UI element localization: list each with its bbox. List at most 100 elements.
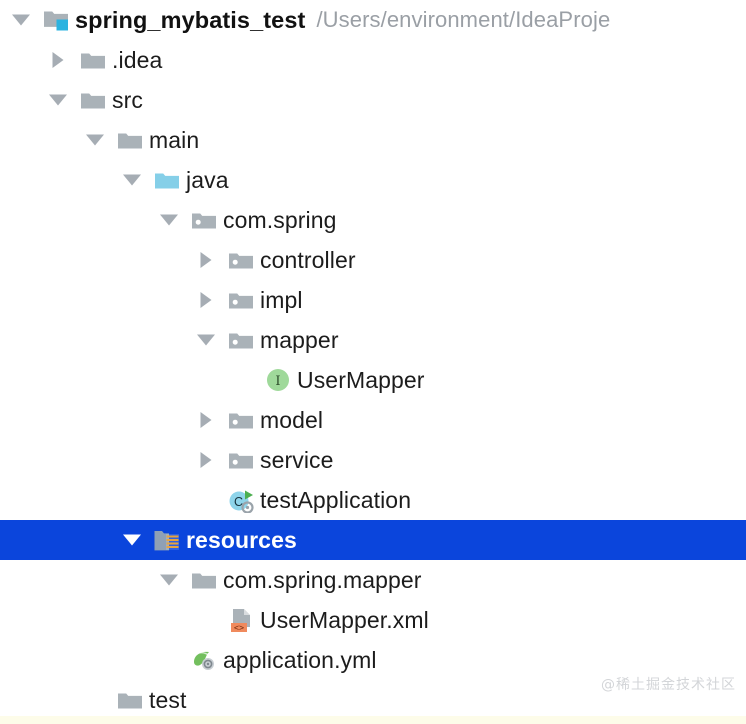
svg-text:<>: <> [234, 624, 244, 634]
tree-row-controller[interactable]: controller [0, 240, 746, 280]
chevron-down-icon[interactable] [47, 80, 69, 120]
indent-spacer [0, 280, 195, 320]
indent-spacer [0, 240, 195, 280]
indent-spacer [0, 320, 195, 360]
icon-gap [180, 200, 191, 240]
tree-row-label: impl [260, 286, 303, 313]
chevron-down-icon[interactable] [158, 560, 180, 600]
chevron-down-icon[interactable] [10, 0, 32, 40]
icon-gap [217, 240, 228, 280]
project-path: /Users/environment/IdeaProje [316, 7, 611, 32]
chevron-right-icon[interactable] [195, 440, 217, 480]
indent-spacer [0, 440, 195, 480]
indent-spacer [0, 680, 84, 720]
tree-row-label: application.yml [223, 646, 377, 673]
tree-row-usermapper-xml[interactable]: <> UserMapper.xml [0, 600, 746, 640]
icon-gap [106, 680, 117, 720]
tree-row-label: main [149, 126, 200, 153]
chevron-right-icon[interactable] [195, 400, 217, 440]
chevron-down-icon[interactable] [158, 200, 180, 240]
indent-spacer [0, 120, 84, 160]
chevron-right-icon[interactable] [195, 240, 217, 280]
source-root-folder-icon [154, 167, 180, 193]
tree-row-impl[interactable]: impl [0, 280, 746, 320]
tree-row--idea[interactable]: .idea [0, 40, 746, 80]
icon-gap [180, 560, 191, 600]
twisty-placeholder [195, 480, 217, 520]
tree-row-label: service [260, 446, 334, 473]
java-interface-icon: I [265, 367, 291, 393]
svg-text:C: C [234, 495, 243, 509]
folder-icon [117, 687, 143, 713]
tree-row-label: mapper [260, 326, 339, 353]
folder-icon [80, 47, 106, 73]
chevron-down-icon[interactable] [121, 160, 143, 200]
tree-row-label: test [149, 686, 187, 713]
twisty-placeholder [84, 680, 106, 720]
tree-row-java[interactable]: java [0, 160, 746, 200]
chevron-right-icon[interactable] [195, 280, 217, 320]
twisty-placeholder [232, 360, 254, 400]
package-icon [228, 247, 254, 273]
indent-spacer [0, 80, 47, 120]
tree-row-label: testApplication [260, 486, 412, 513]
folder-icon [80, 87, 106, 113]
tree-row-label: UserMapper [297, 366, 425, 393]
tree-row-application-yml[interactable]: application.yml [0, 640, 746, 680]
indent-spacer [0, 600, 195, 640]
indent-spacer [0, 0, 10, 40]
package-icon [228, 287, 254, 313]
indent-spacer [0, 40, 47, 80]
tree-row-label: UserMapper.xml [260, 606, 429, 633]
folder-icon [191, 567, 217, 593]
tree-row-label: controller [260, 246, 356, 273]
project-root-folder-icon [43, 7, 69, 33]
tree-row-src[interactable]: src [0, 80, 746, 120]
icon-gap [217, 320, 228, 360]
icon-gap [217, 600, 228, 640]
indent-spacer [0, 160, 121, 200]
icon-gap [217, 400, 228, 440]
tree-row-test[interactable]: test [0, 680, 746, 720]
indent-spacer [0, 560, 158, 600]
icon-gap [180, 640, 191, 680]
icon-gap [217, 440, 228, 480]
tree-row-label: spring_mybatis_test [75, 6, 306, 33]
icon-gap [69, 40, 80, 80]
indent-spacer [0, 360, 232, 400]
bottom-strip [0, 716, 746, 724]
tree-row-model[interactable]: model [0, 400, 746, 440]
tree-row-resources[interactable]: resources [0, 520, 746, 560]
chevron-down-icon[interactable] [121, 520, 143, 560]
icon-gap [143, 520, 154, 560]
chevron-right-icon[interactable] [47, 40, 69, 80]
icon-gap [254, 360, 265, 400]
tree-row-main[interactable]: main [0, 120, 746, 160]
resources-root-folder-icon [154, 527, 180, 553]
twisty-placeholder [158, 640, 180, 680]
chevron-down-icon[interactable] [84, 120, 106, 160]
tree-row-label: .idea [112, 46, 163, 73]
tree-row-label: src [112, 86, 143, 113]
indent-spacer [0, 520, 121, 560]
tree-row-com-spring-mapper[interactable]: com.spring.mapper [0, 560, 746, 600]
twisty-placeholder [195, 600, 217, 640]
tree-row-spring-mybatis-test[interactable]: spring_mybatis_test/Users/environment/Id… [0, 0, 746, 40]
tree-row-label: com.spring [223, 206, 337, 233]
folder-icon [117, 127, 143, 153]
tree-row-com-spring[interactable]: com.spring [0, 200, 746, 240]
icon-gap [217, 280, 228, 320]
tree-row-mapper[interactable]: mapper [0, 320, 746, 360]
package-icon [191, 207, 217, 233]
chevron-down-icon[interactable] [195, 320, 217, 360]
indent-spacer [0, 480, 195, 520]
tree-row-label: java [186, 166, 229, 193]
icon-gap [143, 160, 154, 200]
icon-gap [106, 120, 117, 160]
package-icon [228, 327, 254, 353]
tree-row-service[interactable]: service [0, 440, 746, 480]
package-icon [228, 407, 254, 433]
